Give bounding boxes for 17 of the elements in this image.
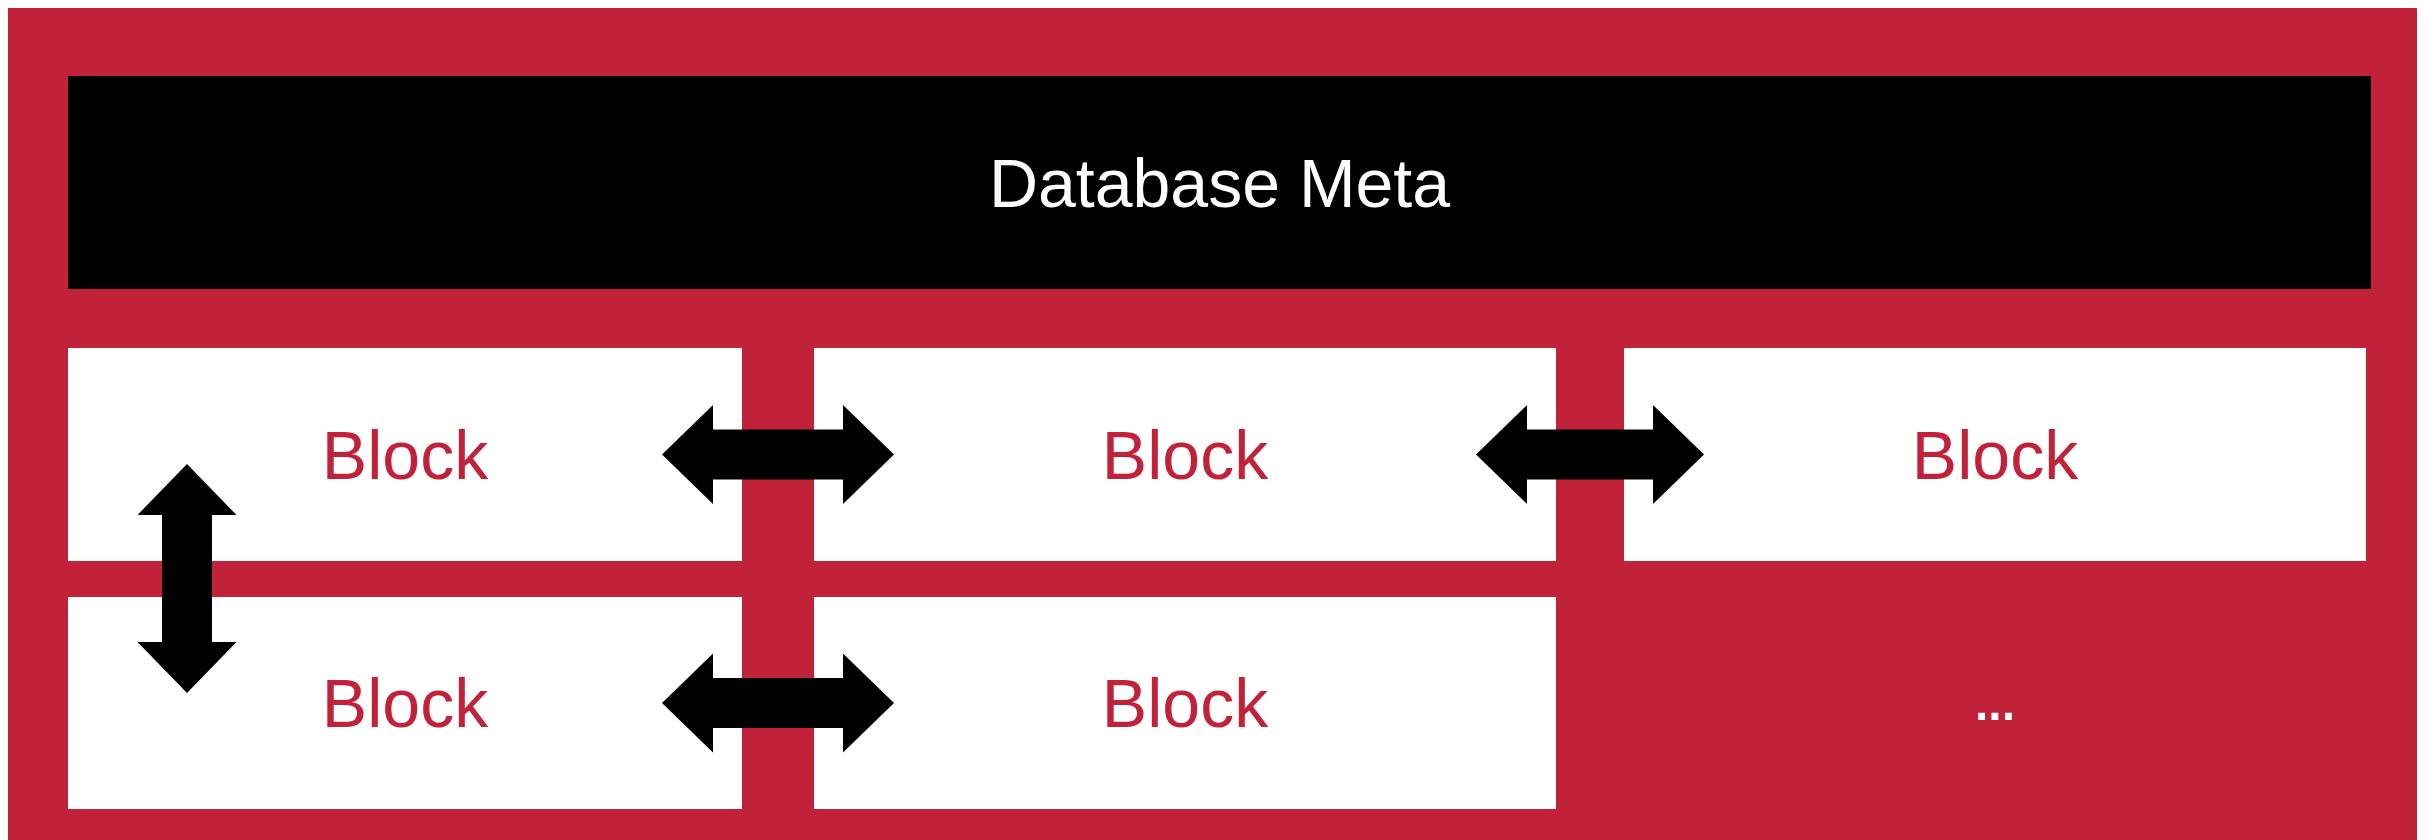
block-box [68, 348, 742, 561]
block-label: Block [321, 669, 489, 737]
double-arrow [662, 653, 894, 753]
double-arrow [662, 405, 894, 504]
block-box [68, 597, 742, 809]
block-box [814, 348, 1556, 561]
block-box [1624, 348, 2366, 561]
block-box [814, 597, 1556, 809]
double-arrow [137, 464, 237, 693]
block-label: Block [321, 420, 489, 489]
block-label: Block [1101, 669, 1269, 737]
double-arrow [1476, 405, 1704, 504]
header-title: Database Meta [988, 148, 1451, 217]
block-label: Block [1911, 420, 2079, 489]
block-label: Block [1101, 420, 1269, 489]
ellipsis-label: ... [1974, 680, 2016, 728]
header-bar [68, 76, 2371, 289]
